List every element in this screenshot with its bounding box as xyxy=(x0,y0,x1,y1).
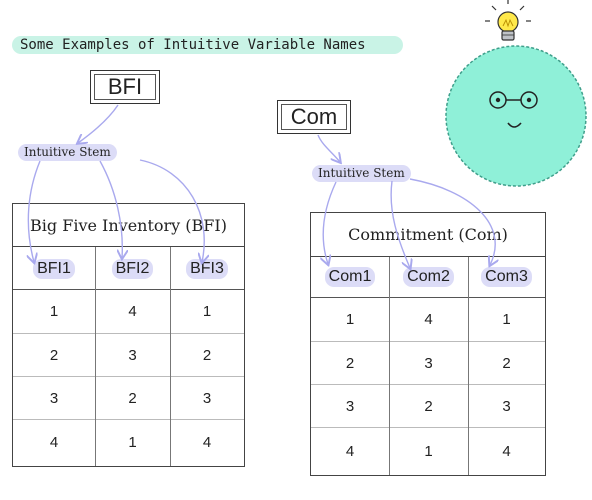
stem-to-bfi2-arrow xyxy=(99,160,122,258)
bfi-column-header: BFI2 xyxy=(95,248,170,289)
lightbulb-icon xyxy=(485,0,531,41)
com-cell: 4 xyxy=(345,442,355,460)
bfi-cell: 1 xyxy=(202,303,212,320)
bfi-cell: 2 xyxy=(128,389,137,407)
bfi-column-divider xyxy=(170,247,171,466)
com-cell: 3 xyxy=(502,397,511,415)
com-header-divider xyxy=(311,297,545,298)
bfi-to-stem-arrow xyxy=(78,104,119,143)
com-table-title: Commitment (Com) xyxy=(311,213,545,257)
stem-to-com1-arrow xyxy=(323,181,337,264)
bfi-table: Big Five Inventory (BFI) BFI1 BFI2 BFI3 … xyxy=(12,203,245,467)
bfi-cell: 3 xyxy=(49,389,59,407)
bfi-cell: 4 xyxy=(49,434,59,451)
com-column-divider xyxy=(468,257,469,475)
bfi-cell: 3 xyxy=(128,346,137,364)
com-cell: 1 xyxy=(424,442,433,460)
stem-to-com3-arrow xyxy=(409,178,495,265)
com-column-header: Com3 xyxy=(468,257,545,297)
bfi-abbreviation-box: BFI xyxy=(90,70,160,104)
stem-to-bfi1-arrow xyxy=(28,160,41,262)
bfi-header-divider xyxy=(13,289,244,290)
bfi-row-divider xyxy=(13,333,244,334)
com-row-divider xyxy=(311,384,545,385)
com-column-divider xyxy=(389,257,390,475)
bfi-cell: 3 xyxy=(202,389,212,407)
com-row-divider xyxy=(311,427,545,428)
bfi-column-header: BFI1 xyxy=(13,248,95,289)
bfi-cell: 2 xyxy=(49,346,59,364)
com-cell: 1 xyxy=(502,311,511,328)
com-table: Commitment (Com) Com1 Com2 Com3 1 4 1 2 … xyxy=(310,212,546,476)
bfi-cell: 1 xyxy=(49,303,59,320)
bfi-cell: 2 xyxy=(202,346,212,364)
bfi-column-divider xyxy=(95,247,96,466)
bfi-cell: 4 xyxy=(128,303,137,320)
fuzzy-face-with-glasses-icon xyxy=(445,45,587,187)
com-cell: 3 xyxy=(424,354,433,372)
bfi-table-title: Big Five Inventory (BFI) xyxy=(13,204,244,247)
com-cell: 3 xyxy=(345,397,355,415)
bfi-row-divider xyxy=(13,419,244,420)
com-abbreviation-box: Com xyxy=(277,100,351,134)
com-column-header: Com2 xyxy=(389,257,468,297)
com-cell: 2 xyxy=(424,397,433,415)
left-intuitive-stem-label: Intuitive Stem xyxy=(18,144,117,161)
com-to-stem-arrow xyxy=(317,134,340,162)
diagram-title: Some Examples of Intuitive Variable Name… xyxy=(12,36,403,54)
bfi-cell: 4 xyxy=(202,434,212,451)
bfi-cell: 1 xyxy=(128,434,137,451)
com-cell: 4 xyxy=(502,442,511,460)
com-cell: 2 xyxy=(502,354,511,372)
com-cell: 2 xyxy=(345,354,355,372)
stem-to-com2-arrow xyxy=(390,180,410,268)
bfi-row-divider xyxy=(13,376,244,377)
com-column-header: Com1 xyxy=(311,257,389,297)
right-intuitive-stem-label: Intuitive Stem xyxy=(312,165,411,182)
com-row-divider xyxy=(311,341,545,342)
com-cell: 1 xyxy=(345,311,355,328)
stem-to-bfi3-arrow xyxy=(139,159,204,262)
com-cell: 4 xyxy=(424,311,433,328)
